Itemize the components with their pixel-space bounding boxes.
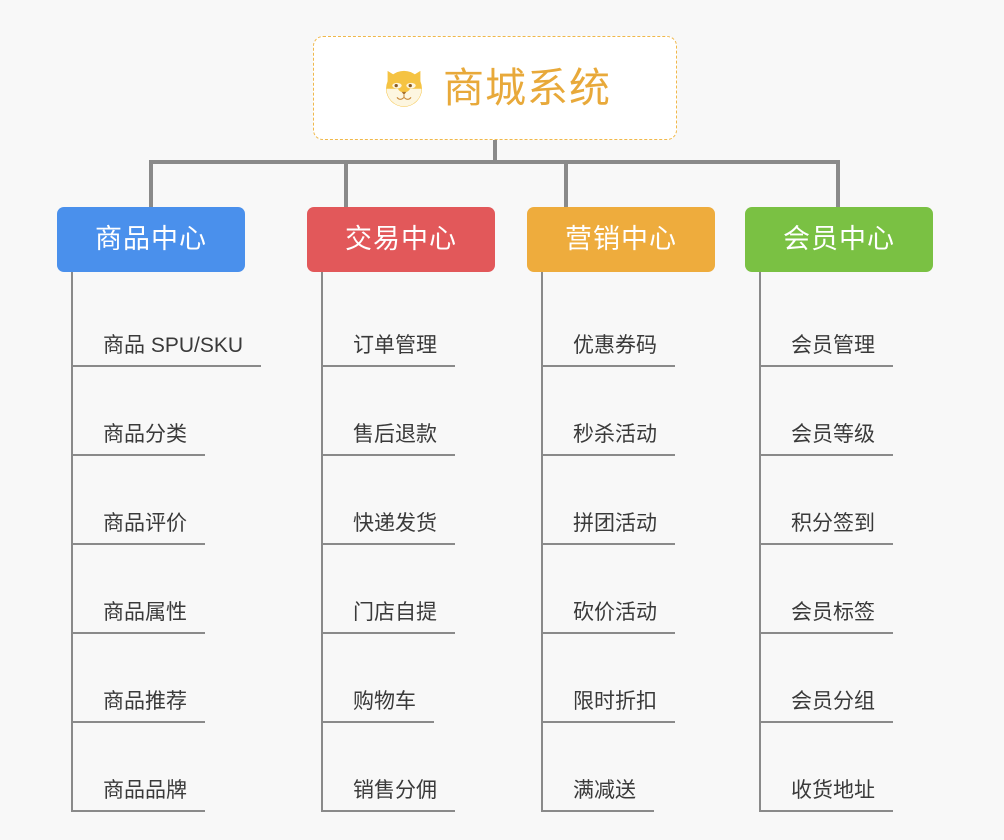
branch-column: 会员中心会员管理会员等级积分签到会员标签会员分组收货地址 — [745, 207, 933, 812]
branch-header-label: 营销中心 — [565, 224, 677, 254]
branch-leaf-list: 优惠券码秒杀活动拼团活动砍价活动限时折扣满减送 — [527, 272, 715, 812]
leaf-item[interactable]: 商品评价 — [57, 456, 245, 545]
branch-drop-connector — [836, 160, 840, 207]
branch-drop-connector — [564, 160, 568, 207]
branch-column: 营销中心优惠券码秒杀活动拼团活动砍价活动限时折扣满减送 — [527, 207, 715, 812]
leaf-item[interactable]: 销售分佣 — [307, 723, 495, 812]
root-title: 商城系统 — [443, 64, 611, 111]
leaf-item-label: 秒杀活动 — [541, 424, 675, 456]
leaf-item[interactable]: 商品分类 — [57, 367, 245, 456]
branch-header-3[interactable]: 营销中心 — [527, 207, 715, 272]
leaf-spine-connector — [321, 272, 323, 812]
branch-column: 商品中心商品 SPU/SKU 商品分类商品评价商品属性商品推荐商品品牌 — [57, 207, 262, 812]
branch-leaf-list: 订单管理售后退款快递发货门店自提购物车销售分佣 — [307, 272, 495, 812]
leaf-item-label: 门店自提 — [321, 602, 455, 634]
leaf-item[interactable]: 会员管理 — [745, 278, 933, 367]
branch-column: 交易中心订单管理售后退款快递发货门店自提购物车销售分佣 — [307, 207, 495, 812]
leaf-item-label: 砍价活动 — [541, 602, 675, 634]
branch-header-label: 商品中心 — [95, 224, 207, 254]
leaf-item-label: 快递发货 — [321, 513, 455, 545]
leaf-item[interactable]: 限时折扣 — [527, 634, 715, 723]
leaf-item-label: 商品品牌 — [71, 780, 205, 812]
leaf-item-label: 会员管理 — [759, 335, 893, 367]
leaf-item-label: 商品评价 — [71, 513, 205, 545]
leaf-item[interactable]: 商品 SPU/SKU — [57, 278, 262, 367]
leaf-item-label: 满减送 — [541, 780, 654, 812]
leaf-item-label: 订单管理 — [321, 335, 455, 367]
branch-drop-connector — [149, 160, 153, 207]
leaf-item[interactable]: 商品推荐 — [57, 634, 245, 723]
leaf-item-label: 销售分佣 — [321, 780, 455, 812]
branch-drop-connector — [344, 160, 348, 207]
branch-header-label: 交易中心 — [345, 224, 457, 254]
leaf-item-label: 收货地址 — [759, 780, 893, 812]
leaf-item-label: 商品属性 — [71, 602, 205, 634]
leaf-item[interactable]: 优惠券码 — [527, 278, 715, 367]
leaf-item[interactable]: 订单管理 — [307, 278, 495, 367]
root-stem-connector — [493, 140, 497, 163]
leaf-item[interactable]: 会员标签 — [745, 545, 933, 634]
leaf-item[interactable]: 会员等级 — [745, 367, 933, 456]
branch-leaf-list: 商品 SPU/SKU 商品分类商品评价商品属性商品推荐商品品牌 — [57, 272, 262, 812]
leaf-item-label: 优惠券码 — [541, 335, 675, 367]
leaf-item-label: 会员分组 — [759, 691, 893, 723]
leaf-spine-connector — [759, 272, 761, 812]
leaf-item-label: 商品 SPU/SKU — [71, 335, 262, 367]
branch-header-2[interactable]: 交易中心 — [307, 207, 495, 272]
leaf-item[interactable]: 购物车 — [307, 634, 495, 723]
leaf-item-label: 售后退款 — [321, 424, 455, 456]
leaf-item[interactable]: 积分签到 — [745, 456, 933, 545]
leaf-spine-connector — [71, 272, 73, 812]
leaf-item-label: 会员等级 — [759, 424, 893, 456]
leaf-item[interactable]: 门店自提 — [307, 545, 495, 634]
leaf-item[interactable]: 售后退款 — [307, 367, 495, 456]
leaf-item-label: 会员标签 — [759, 602, 893, 634]
leaf-item[interactable]: 砍价活动 — [527, 545, 715, 634]
leaf-item[interactable]: 拼团活动 — [527, 456, 715, 545]
leaf-spine-connector — [541, 272, 543, 812]
leaf-item[interactable]: 满减送 — [527, 723, 715, 812]
leaf-item[interactable]: 秒杀活动 — [527, 367, 715, 456]
leaf-item-label: 商品分类 — [71, 424, 205, 456]
dog-face-icon — [386, 70, 422, 107]
leaf-item[interactable]: 快递发货 — [307, 456, 495, 545]
branch-header-1[interactable]: 商品中心 — [57, 207, 245, 272]
branch-header-4[interactable]: 会员中心 — [745, 207, 933, 272]
branch-leaf-list: 会员管理会员等级积分签到会员标签会员分组收货地址 — [745, 272, 933, 812]
leaf-item-label: 商品推荐 — [71, 691, 205, 723]
leaf-item[interactable]: 会员分组 — [745, 634, 933, 723]
leaf-item-label: 购物车 — [321, 691, 434, 723]
branch-bus-connector — [149, 160, 840, 164]
leaf-item-label: 限时折扣 — [541, 691, 675, 723]
leaf-item[interactable]: 收货地址 — [745, 723, 933, 812]
branch-header-label: 会员中心 — [783, 224, 895, 254]
leaf-item-label: 拼团活动 — [541, 513, 675, 545]
leaf-item-label: 积分签到 — [759, 513, 893, 545]
leaf-item[interactable]: 商品属性 — [57, 545, 245, 634]
leaf-item[interactable]: 商品品牌 — [57, 723, 245, 812]
root-node[interactable]: 商城系统 — [313, 36, 677, 140]
